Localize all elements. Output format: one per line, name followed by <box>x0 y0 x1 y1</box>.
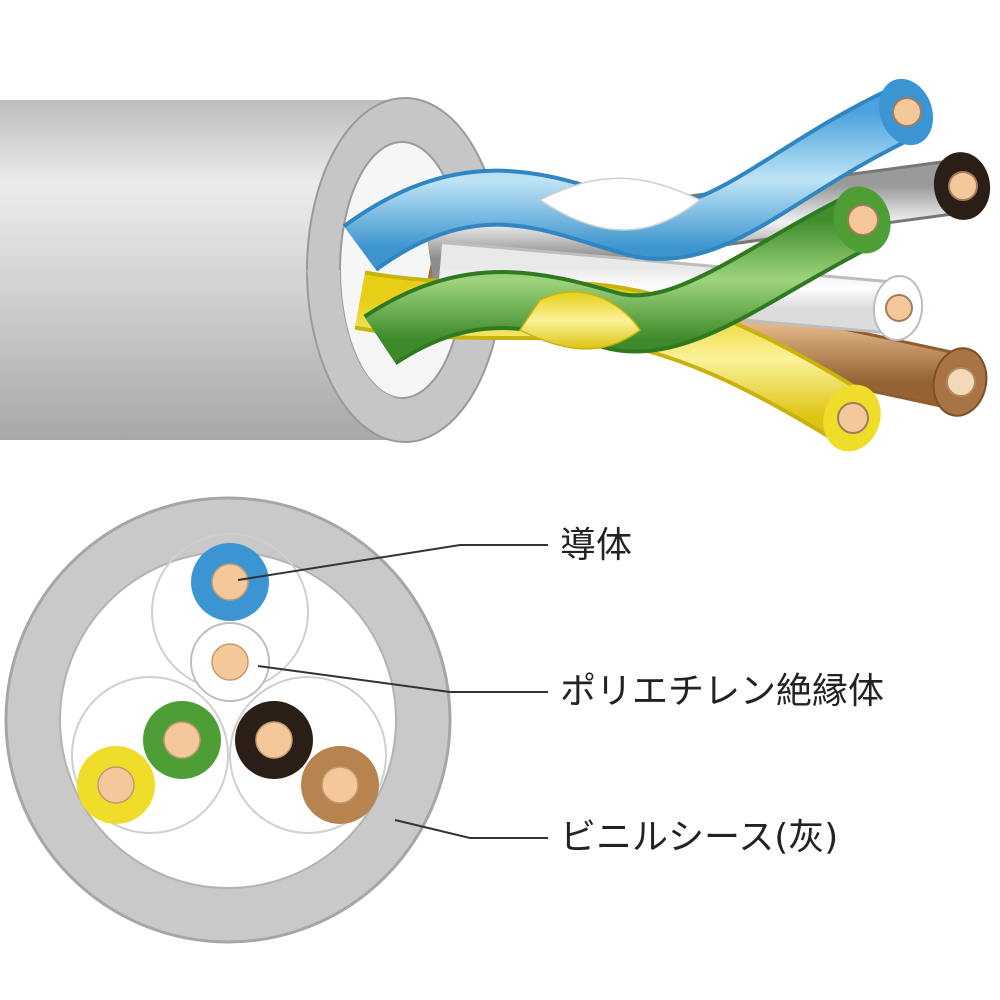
pair-outline-left <box>71 676 229 834</box>
wire-blue <box>342 78 934 272</box>
core-white <box>190 622 270 702</box>
label-sheath: ビニルシース(灰) <box>560 817 839 858</box>
leader-insulation <box>257 665 548 693</box>
core-yellow <box>77 746 155 824</box>
pair-outline-right <box>229 676 387 834</box>
core-blue <box>191 543 269 621</box>
sheath-rim-front <box>307 270 402 399</box>
cable-side-view <box>0 78 991 452</box>
cable-cross-section <box>4 496 548 944</box>
leader-conductor <box>237 544 548 581</box>
wire-green <box>363 186 891 366</box>
core-brown <box>301 746 379 824</box>
core-black <box>235 701 313 779</box>
label-insulation: ポリエチレン絶縁体 <box>560 671 885 712</box>
leader-sheath <box>394 819 548 839</box>
core-green <box>143 701 221 779</box>
label-conductor: 導体 <box>560 525 633 566</box>
